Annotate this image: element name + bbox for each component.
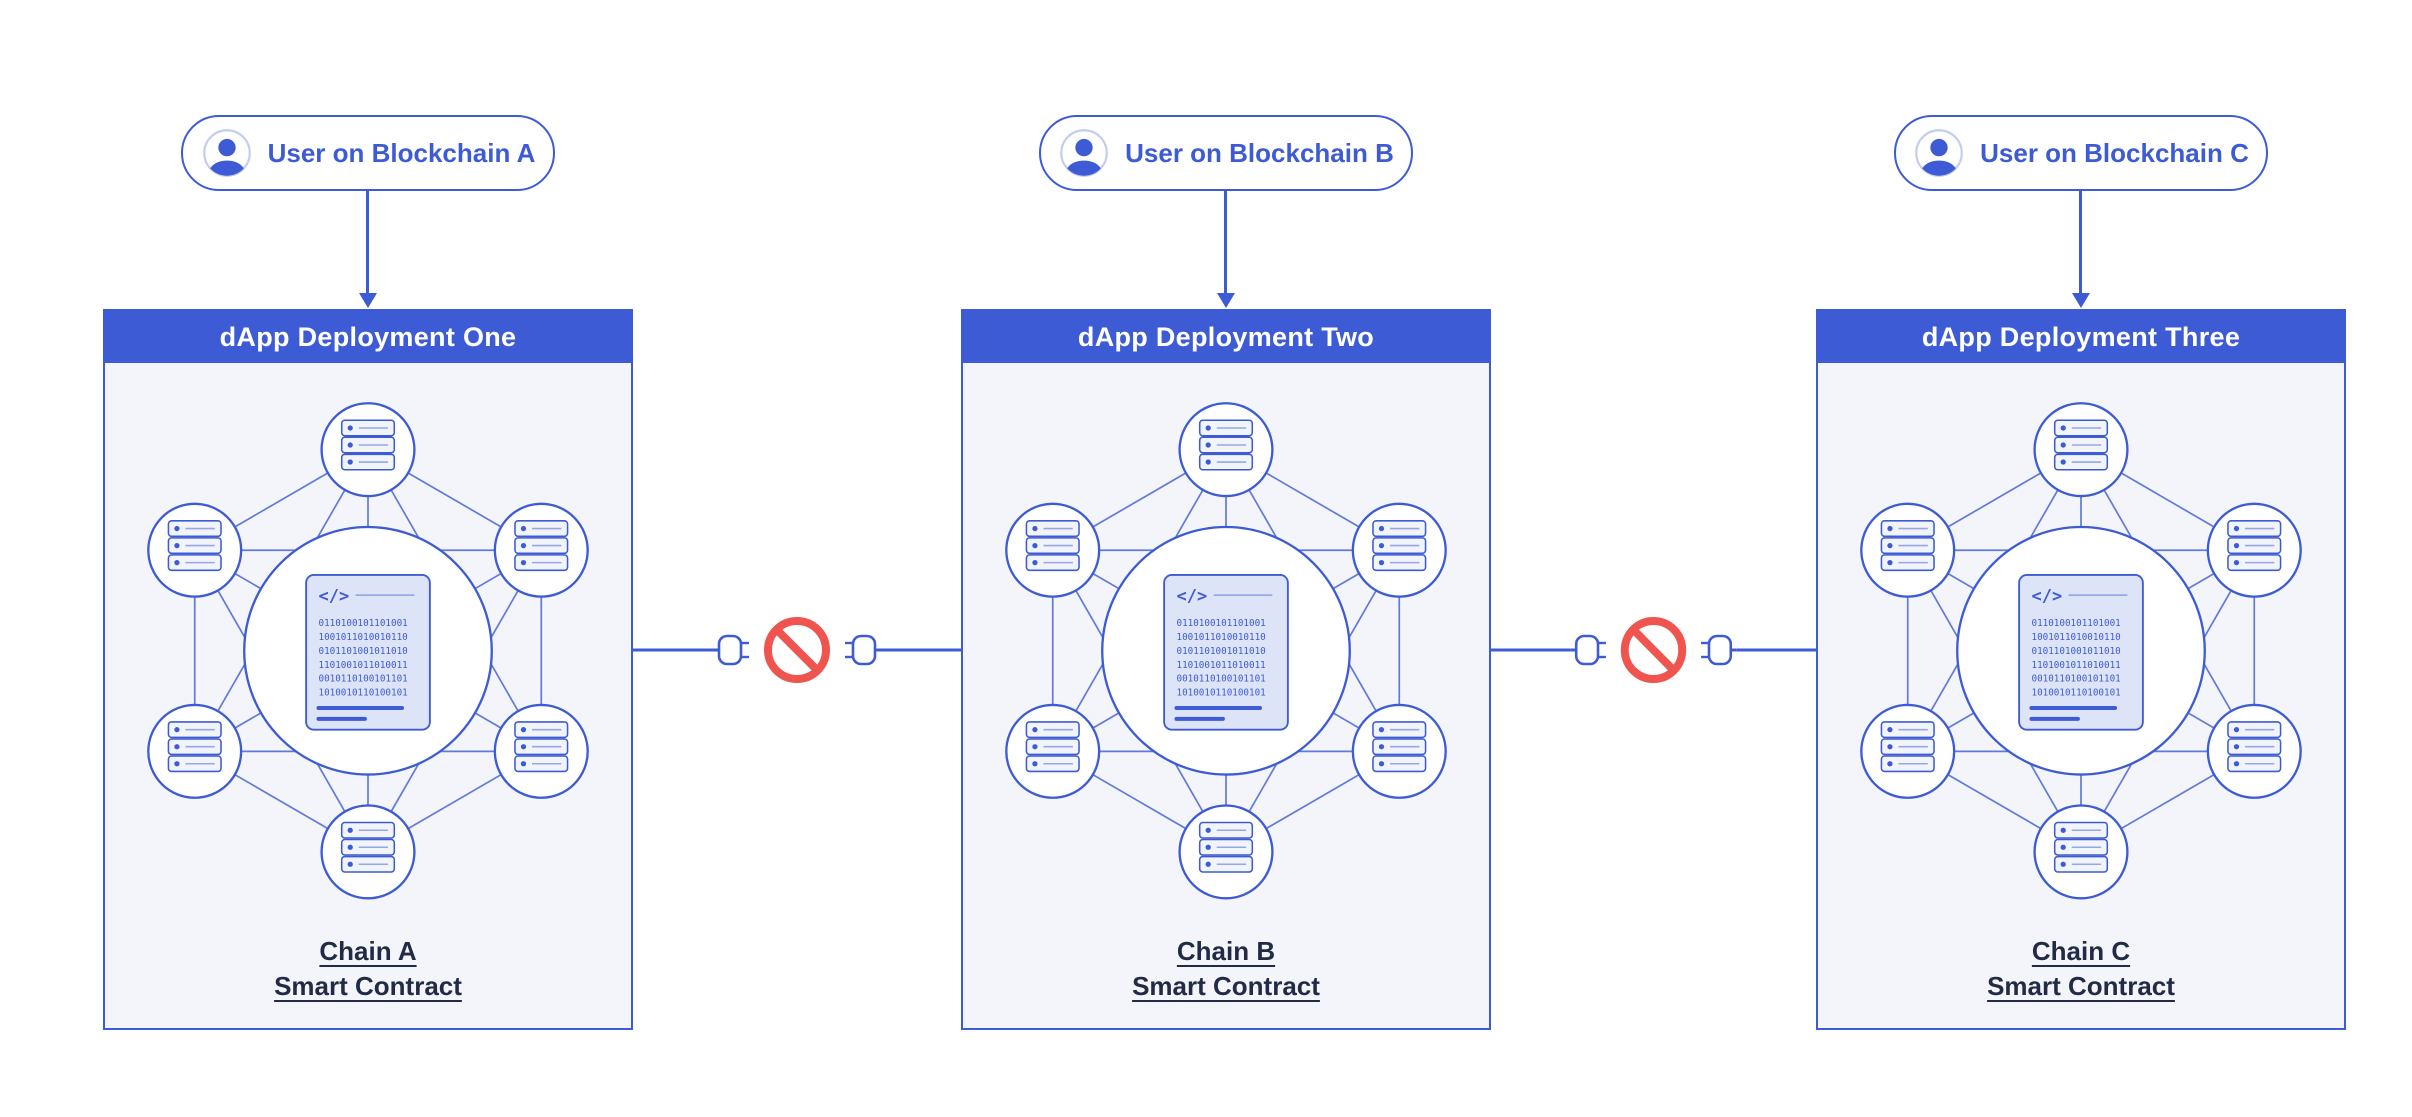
code-glyph: </> bbox=[1176, 586, 1207, 606]
server-node-icon bbox=[1860, 703, 1956, 799]
server-node-icon bbox=[147, 703, 243, 799]
svg-text:1010010110100101: 1010010110100101 bbox=[1176, 688, 1265, 699]
smart-contract-icon: </> 0110100101101001 1001011010010110 01… bbox=[305, 574, 431, 731]
user-avatar-icon bbox=[202, 129, 251, 177]
user-pill-b: User on Blockchain B bbox=[1039, 115, 1413, 191]
dapp-card-title: dApp Deployment Two bbox=[963, 311, 1489, 363]
plug-icon bbox=[851, 634, 877, 666]
chain-contract: Smart Contract bbox=[1132, 971, 1320, 1001]
chain-label: Chain B Smart Contract bbox=[963, 934, 1489, 1004]
blocked-connection bbox=[1491, 617, 1816, 683]
chain-name: Chain C bbox=[2031, 936, 2131, 966]
server-node-icon bbox=[320, 804, 416, 900]
svg-text:1010010110100101: 1010010110100101 bbox=[318, 688, 407, 699]
svg-text:1010010110100101: 1010010110100101 bbox=[2031, 688, 2120, 699]
chain-contract: Smart Contract bbox=[274, 971, 462, 1001]
server-node-icon bbox=[1178, 402, 1274, 498]
server-node-icon bbox=[2206, 703, 2302, 799]
blockchain-network-diagram: </> 0110100101101001 1001011010010110 01… bbox=[1860, 402, 2302, 900]
user-pill-a: User on Blockchain A bbox=[181, 115, 555, 191]
blockchain-network-diagram: </> 0110100101101001 1001011010010110 01… bbox=[147, 402, 589, 900]
user-pill-label: User on Blockchain B bbox=[1125, 137, 1394, 168]
down-arrow bbox=[1224, 191, 1227, 295]
chain-name: Chain A bbox=[319, 936, 417, 966]
code-glyph: </> bbox=[2031, 586, 2062, 606]
code-glyph: </> bbox=[318, 586, 349, 606]
down-arrow bbox=[2079, 191, 2082, 295]
user-avatar-icon bbox=[1060, 129, 1108, 177]
svg-text:1101001011010011: 1101001011010011 bbox=[318, 660, 407, 671]
server-node-icon bbox=[1005, 703, 1101, 799]
svg-text:0010110100101101: 0010110100101101 bbox=[318, 674, 407, 685]
prohibition-icon bbox=[764, 617, 830, 683]
server-node-icon bbox=[493, 502, 589, 598]
chain-label: Chain C Smart Contract bbox=[1818, 934, 2344, 1004]
blockchain-network-diagram: </> 0110100101101001 1001011010010110 01… bbox=[1005, 402, 1447, 900]
chain-name: Chain B bbox=[1176, 936, 1276, 966]
smart-contract-icon: </> 0110100101101001 1001011010010110 01… bbox=[2018, 574, 2144, 731]
server-node-icon bbox=[147, 502, 243, 598]
down-arrow-head bbox=[359, 293, 377, 308]
server-node-icon bbox=[1178, 804, 1274, 900]
dapp-card-title: dApp Deployment Three bbox=[1818, 311, 2344, 363]
down-arrow-head bbox=[2072, 293, 2090, 308]
blocked-connection bbox=[633, 617, 961, 683]
server-node-icon bbox=[1005, 502, 1101, 598]
socket-icon bbox=[717, 634, 743, 666]
svg-text:0010110100101101: 0010110100101101 bbox=[2031, 674, 2120, 685]
svg-text:0110100101101001: 0110100101101001 bbox=[318, 618, 407, 629]
server-node-icon bbox=[2033, 804, 2129, 900]
server-node-icon bbox=[1351, 502, 1447, 598]
plug-icon bbox=[1707, 634, 1733, 666]
user-pill-label: User on Blockchain C bbox=[1980, 137, 2249, 168]
svg-text:0101101001011010: 0101101001011010 bbox=[318, 646, 407, 657]
server-node-icon bbox=[320, 402, 416, 498]
user-pill-label: User on Blockchain A bbox=[267, 137, 536, 168]
down-arrow bbox=[366, 191, 369, 295]
svg-text:0101101001011010: 0101101001011010 bbox=[1176, 646, 1265, 657]
svg-text:1001011010010110: 1001011010010110 bbox=[1176, 632, 1265, 643]
dapp-card-one: dApp Deployment One bbox=[103, 309, 633, 1030]
prohibition-icon bbox=[1620, 617, 1687, 683]
chain-label: Chain A Smart Contract bbox=[105, 934, 631, 1004]
dapp-card-three: dApp Deployment Three bbox=[1816, 309, 2346, 1030]
chain-contract: Smart Contract bbox=[1987, 971, 2175, 1001]
user-pill-c: User on Blockchain C bbox=[1894, 115, 2268, 191]
down-arrow-head bbox=[1217, 293, 1235, 308]
smart-contract-icon: </> 0110100101101001 1001011010010110 01… bbox=[1163, 574, 1289, 731]
svg-text:1101001011010011: 1101001011010011 bbox=[2031, 660, 2120, 671]
server-node-icon bbox=[1351, 703, 1447, 799]
dapp-card-two: dApp Deployment Two bbox=[961, 309, 1491, 1030]
svg-text:0110100101101001: 0110100101101001 bbox=[2031, 618, 2120, 629]
socket-icon bbox=[1574, 634, 1600, 666]
user-avatar-icon bbox=[1915, 129, 1963, 177]
server-node-icon bbox=[493, 703, 589, 799]
server-node-icon bbox=[2033, 402, 2129, 498]
server-node-icon bbox=[1860, 502, 1956, 598]
svg-text:1101001011010011: 1101001011010011 bbox=[1176, 660, 1265, 671]
server-node-icon bbox=[2206, 502, 2302, 598]
dapp-card-title: dApp Deployment One bbox=[105, 311, 631, 363]
svg-text:0101101001011010: 0101101001011010 bbox=[2031, 646, 2120, 657]
svg-text:1001011010010110: 1001011010010110 bbox=[318, 632, 407, 643]
svg-text:0110100101101001: 0110100101101001 bbox=[1176, 618, 1265, 629]
svg-text:0010110100101101: 0010110100101101 bbox=[1176, 674, 1265, 685]
svg-text:1001011010010110: 1001011010010110 bbox=[2031, 632, 2120, 643]
